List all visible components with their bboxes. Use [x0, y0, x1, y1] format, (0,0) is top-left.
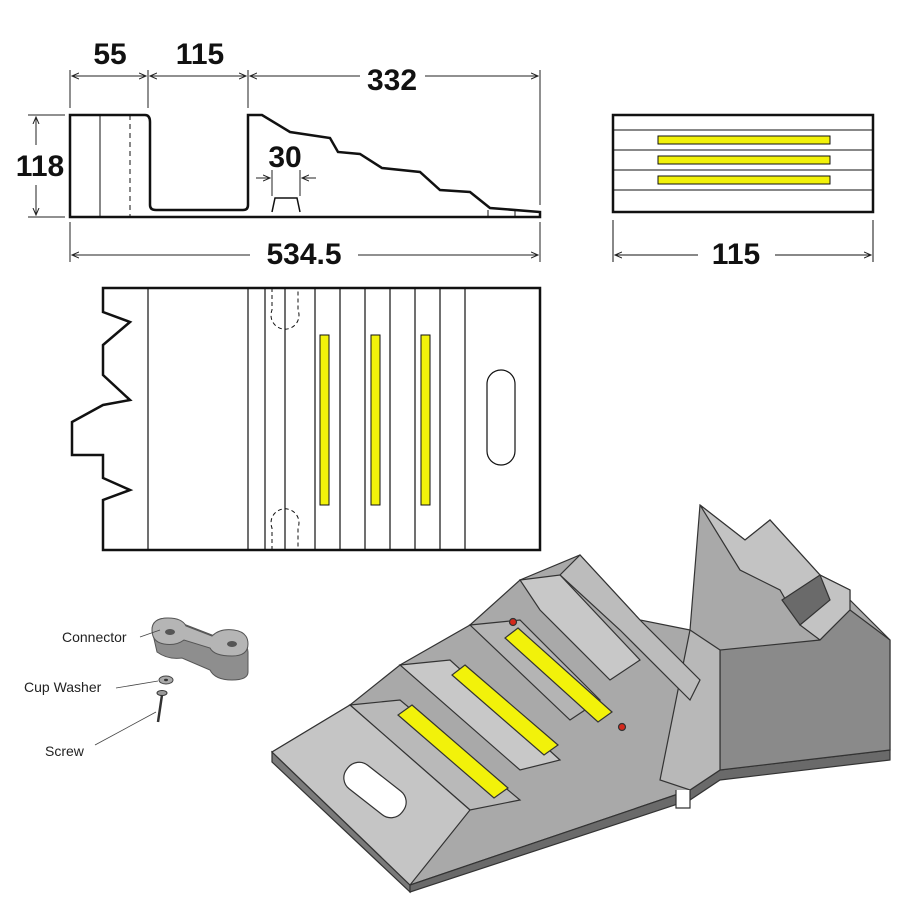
side-view [68, 113, 542, 219]
top-view [70, 286, 542, 552]
end-view [611, 113, 875, 262]
dim-332: 332 [367, 64, 417, 97]
isometric-view [271, 503, 891, 894]
dim-55: 55 [93, 38, 126, 71]
connector-part [151, 617, 249, 681]
connector-label: Connector [62, 629, 127, 645]
dim-30: 30 [268, 141, 301, 174]
screw-part [156, 690, 168, 723]
dim-118: 118 [16, 150, 64, 183]
dim-534-5: 534.5 [266, 238, 341, 271]
leader-lines [94, 629, 161, 746]
cup-washer-part [158, 675, 174, 685]
dim-115-gap: 115 [176, 38, 224, 71]
cup-washer-label: Cup Washer [24, 679, 102, 695]
dim-115-width: 115 [712, 238, 760, 271]
screw-label: Screw [45, 743, 85, 759]
side-dimensions [28, 70, 541, 262]
